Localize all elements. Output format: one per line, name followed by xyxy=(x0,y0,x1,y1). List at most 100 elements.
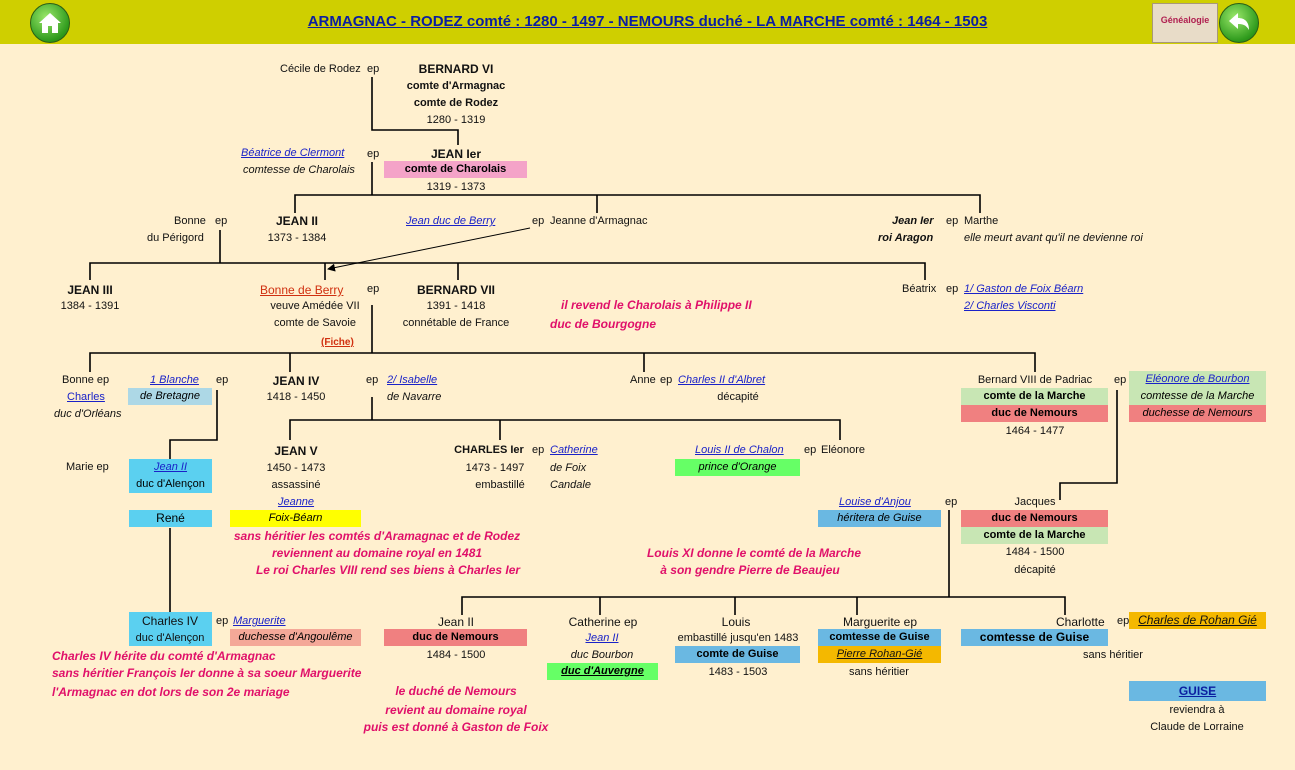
jacques-dates: 1484 - 1500 xyxy=(1005,546,1065,558)
spouse-label: ep xyxy=(1117,615,1130,627)
genealogie-badge[interactable]: Généalogie xyxy=(1152,3,1218,43)
beatrice-title: comtesse de Charolais xyxy=(243,164,355,176)
spouse-label: ep xyxy=(946,215,959,227)
jean-iii: JEAN III xyxy=(67,283,113,297)
eleonore-de-bourbon-link[interactable]: Eléonore de Bourbon xyxy=(1129,371,1266,388)
guise-link[interactable]: GUISE xyxy=(1129,681,1266,701)
charles-iv-title: duc d'Alençon xyxy=(135,632,205,644)
title-box: duc d'Auvergne xyxy=(547,663,658,680)
catherine-ep: Catherine ep xyxy=(568,615,638,629)
header-bar xyxy=(0,0,1295,44)
armagnac-note: Le roi Charles VIII rend ses biens à Cha… xyxy=(255,563,521,577)
sans-heritier: sans héritier xyxy=(1083,649,1143,661)
back-arrow-icon[interactable] xyxy=(1219,3,1259,43)
jean-ii-alencon-link[interactable]: Jean II xyxy=(129,459,212,476)
jean-ier: JEAN Ier xyxy=(430,147,482,161)
page-title[interactable]: ARMAGNAC - RODEZ comté : 1280 - 1497 - N… xyxy=(307,13,988,30)
spouse-label: ep xyxy=(532,215,545,227)
jean-ii-dates: 1373 - 1384 xyxy=(267,232,327,244)
cecile-de-rodez: Cécile de Rodez xyxy=(280,63,361,75)
jean-ier-aragon: Jean Ier xyxy=(892,215,934,227)
spouse-label: ep xyxy=(532,444,545,456)
home-icon[interactable] xyxy=(30,3,70,43)
assassine: assassiné xyxy=(271,479,321,491)
catherine-title: Candale xyxy=(550,479,591,491)
jacques-decapite: décapité xyxy=(1014,564,1056,576)
louis-de-chalon-link[interactable]: Louis II de Chalon xyxy=(695,444,784,456)
duc-bourbon: duc Bourbon xyxy=(570,649,634,661)
jean-ii-bourbon-link[interactable]: Jean II xyxy=(585,632,619,644)
jean-ii-nemours-dates: 1484 - 1500 xyxy=(426,649,486,661)
catherine-de-foix-link[interactable]: Catherine xyxy=(550,444,598,456)
jeanne-d-armagnac: Jeanne d'Armagnac xyxy=(550,215,648,227)
spouse-label: ep xyxy=(367,63,380,75)
spouse-label: ep xyxy=(215,215,228,227)
veuve-amedee: veuve Amédée VII xyxy=(270,300,360,312)
fiche-link[interactable]: (Fiche) xyxy=(321,337,354,348)
louis-embastille: embastillé jusqu'en 1483 xyxy=(677,632,799,644)
charles-de-rohan-gie-link[interactable]: Charles de Rohan Gié xyxy=(1129,612,1266,629)
charolais-note: duc de Bourgogne xyxy=(550,317,656,331)
bernard-vi-dates: 1280 - 1319 xyxy=(426,114,486,126)
title-box: comte de Guise xyxy=(675,646,800,663)
jeanne-link[interactable]: Jeanne xyxy=(277,496,315,508)
charlotte: Charlotte xyxy=(1056,615,1105,629)
embastille: embastillé xyxy=(475,479,525,491)
charles-iv-note: l'Armagnac en dot lors de son 2e mariage xyxy=(52,685,290,699)
title-box: duc d'Alençon xyxy=(129,476,212,493)
blanche-link[interactable]: 1 Blanche xyxy=(150,374,199,386)
beatrice-de-clermont-link[interactable]: Béatrice de Clermont xyxy=(241,147,345,159)
louise-d-anjou-link[interactable]: Louise d'Anjou xyxy=(839,496,911,508)
title-box: comtesse de Guise xyxy=(961,629,1108,646)
jean-ii-armagnac: JEAN II xyxy=(275,214,319,228)
charles-iv-box xyxy=(129,612,212,646)
connetable: connétable de France xyxy=(402,317,510,329)
bernard-viii-de-padriac: Bernard VIII de Padriac xyxy=(977,374,1093,386)
title-box: prince d'Orange xyxy=(675,459,800,476)
title-box: comte de la Marche xyxy=(961,388,1108,405)
title-box: de Bretagne xyxy=(128,388,212,405)
isabelle-link[interactable]: 2/ Isabelle xyxy=(387,374,438,386)
marguerite-link[interactable]: Marguerite xyxy=(233,615,286,627)
duc-d-orleans: duc d'Orléans xyxy=(54,408,122,420)
jacques: Jacques xyxy=(1014,496,1056,508)
bonne-ep: Bonne ep xyxy=(62,374,110,386)
nemours-note: revient au domaine royal xyxy=(385,703,527,717)
beatrix: Béatrix xyxy=(902,283,937,295)
padriac-dates: 1464 - 1477 xyxy=(1005,425,1065,437)
louis: Louis xyxy=(721,615,751,629)
pierre-rohan-gie-link[interactable]: Pierre Rohan-Gié xyxy=(818,646,941,663)
bernard-vi: BERNARD VI xyxy=(418,62,494,76)
marthe: Marthe xyxy=(964,215,999,227)
title-box: Foix-Béarn xyxy=(230,510,361,527)
bernard-vi-title: comte de Rodez xyxy=(413,97,499,109)
marguerite-ep: Marguerite ep xyxy=(842,615,918,629)
jean-v: JEAN V xyxy=(274,444,318,458)
anne: Anne xyxy=(630,374,656,386)
jean-iv-dates: 1418 - 1450 xyxy=(266,391,326,403)
charles-iv-note: Charles IV hérite du comté d'Armagnac xyxy=(52,649,276,663)
decapite: décapité xyxy=(717,391,759,403)
charles-visconti-link[interactable]: 2/ Charles Visconti xyxy=(964,300,1056,312)
spouse-label: ep xyxy=(367,148,380,160)
armagnac-note: reviennent au domaine royal en 1481 xyxy=(271,546,483,560)
bonne-du-perigord: du Périgord xyxy=(147,232,204,244)
spouse-label: ep xyxy=(1114,374,1127,386)
marche-note: Louis XI donne le comté de la Marche xyxy=(646,546,862,560)
gaston-de-foix-link[interactable]: 1/ Gaston de Foix Béarn xyxy=(964,283,1084,295)
sans-heritier: sans héritier xyxy=(849,666,909,678)
jean-duc-de-berry-link[interactable]: Jean duc de Berry xyxy=(406,215,496,227)
spouse-label: ep xyxy=(946,283,959,295)
jean-ii-nemours: Jean II xyxy=(437,615,475,629)
spouse-label: ep xyxy=(216,615,229,627)
armagnac-note: sans héritier les comtés d'Aramagnac et … xyxy=(233,529,521,543)
bonne-de-berry-link[interactable]: Bonne de Berry xyxy=(260,283,344,297)
spouse-label: ep xyxy=(804,444,817,456)
bonne-du-perigord: Bonne xyxy=(174,215,206,227)
charles-d-albret-link[interactable]: Charles II d'Albret xyxy=(678,374,766,386)
eleonore: Eléonore xyxy=(821,444,866,456)
title-box: duc de Nemours xyxy=(384,629,527,646)
title-box: duc de Nemours xyxy=(961,510,1108,527)
charles-orleans-link[interactable]: Charles xyxy=(67,391,105,403)
